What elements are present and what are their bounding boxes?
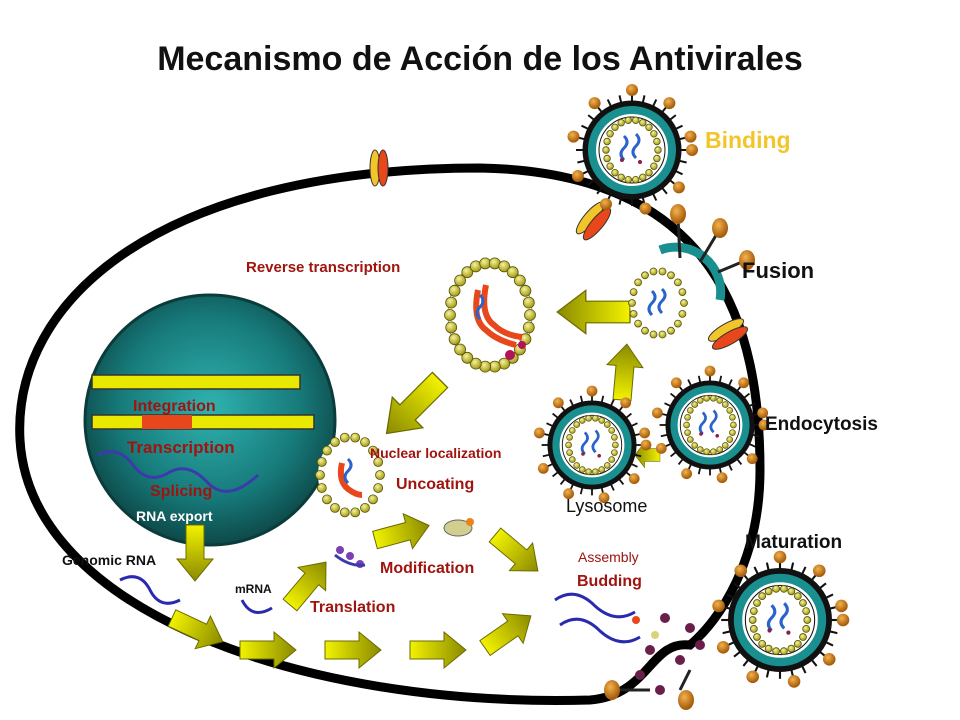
- capsid-icon: [628, 267, 688, 339]
- mrna-label: mRNA: [235, 582, 272, 596]
- integrated-provirus: [142, 415, 192, 429]
- arrow-icon: [370, 364, 456, 450]
- dna-strand-top: [91, 374, 301, 390]
- dna-strand-lower: [91, 414, 315, 430]
- genomic-rna-label: Genomic RNA: [62, 552, 156, 568]
- arrow-icon: [556, 289, 631, 335]
- fusion-label: Fusion: [742, 258, 814, 283]
- binding-label: Binding: [705, 127, 791, 153]
- receptor-icon: [369, 149, 749, 350]
- virus-particle-icon: [568, 84, 699, 215]
- capsid-icon: [444, 257, 536, 373]
- budding-particles: [604, 613, 705, 710]
- arrow-icon: [482, 520, 550, 586]
- transcription-label: Transcription: [127, 438, 235, 457]
- rna-strand-icon: [559, 617, 641, 644]
- splicing-label: Splicing: [150, 483, 212, 500]
- capsid-icon: [315, 432, 385, 518]
- page-title: Mecanismo de Acción de los Antivirales: [157, 40, 803, 78]
- arrow-icon: [369, 507, 435, 558]
- endocytosis-label: Endocytosis: [765, 414, 878, 435]
- rna-strand-icon: [554, 592, 636, 619]
- rna-strand-icon: [240, 599, 273, 614]
- uncoating-fragment: [443, 518, 474, 537]
- nuclear-rna-strand: [97, 450, 260, 493]
- rna-strand-icon: [119, 575, 181, 605]
- maturation-label: Maturation: [745, 532, 842, 553]
- lysosome-label: Lysosome: [566, 496, 647, 516]
- reverse-transcription-label: Reverse transcription: [246, 259, 400, 276]
- translation-label: Translation: [310, 599, 395, 616]
- arrow-icon: [603, 342, 646, 403]
- arrow-icon: [324, 631, 382, 669]
- fusion-membrane: [658, 242, 726, 301]
- spike-knobs: [670, 204, 755, 274]
- cell-membrane: [15, 163, 765, 705]
- uncoating-label: Uncoating: [396, 476, 474, 493]
- arrow-icon: [409, 631, 467, 669]
- integration-label: Integration: [133, 398, 216, 415]
- nuclear-localization-label: Nuclear localization: [370, 445, 501, 461]
- virus-particle-icon: [712, 551, 849, 688]
- rna-export-label: RNA export: [136, 508, 213, 524]
- modification-protein: [334, 546, 366, 568]
- virus-particle-icon: [534, 386, 651, 503]
- modification-label: Modification: [380, 560, 474, 577]
- arrow-icon: [474, 600, 542, 664]
- budding-label: Budding: [577, 573, 642, 590]
- assembly-label: Assembly: [578, 549, 639, 565]
